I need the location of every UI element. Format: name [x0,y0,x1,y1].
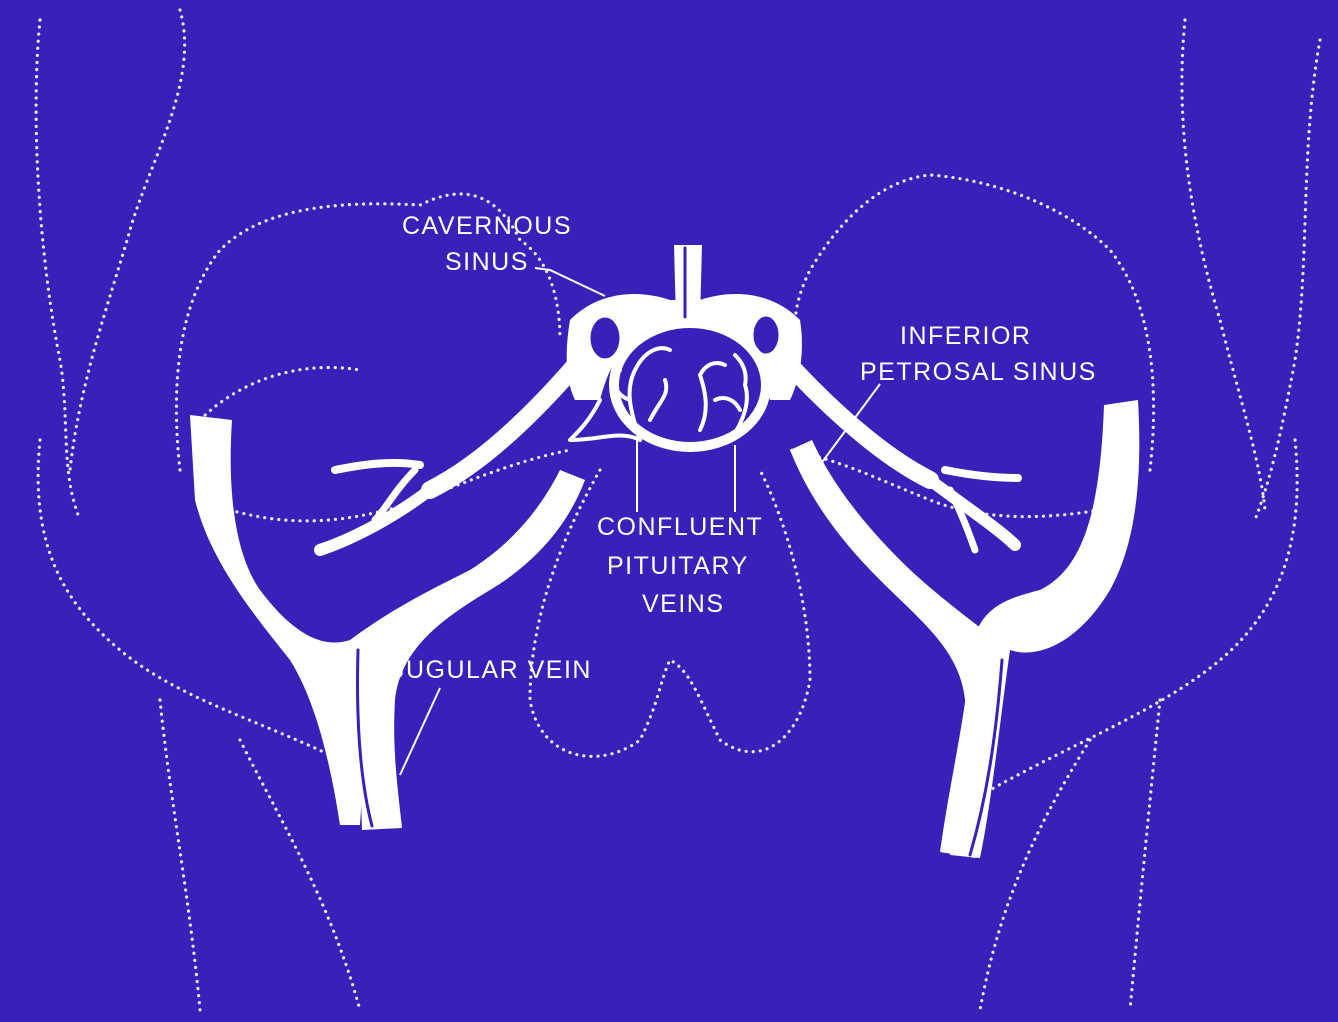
pituitary-stalk [674,245,702,320]
confluent-label-line1: CONFLUENT [597,513,763,541]
confluent-label-line2: PITUITARY [607,552,749,580]
cavernous-sinus-label-line2: SINUS [445,248,529,276]
left-carotid-section [589,316,621,360]
confluent-label-line3: VEINS [642,590,725,618]
inferior-petrosal-label-line2: PETROSAL SINUS [860,358,1097,386]
jugular-vein-label: JUGULAR VEIN [392,656,592,684]
cavernous-sinus-label-line1: CAVERNOUS [402,212,572,240]
inferior-petrosal-label-line1: INFERIOR [900,322,1031,350]
